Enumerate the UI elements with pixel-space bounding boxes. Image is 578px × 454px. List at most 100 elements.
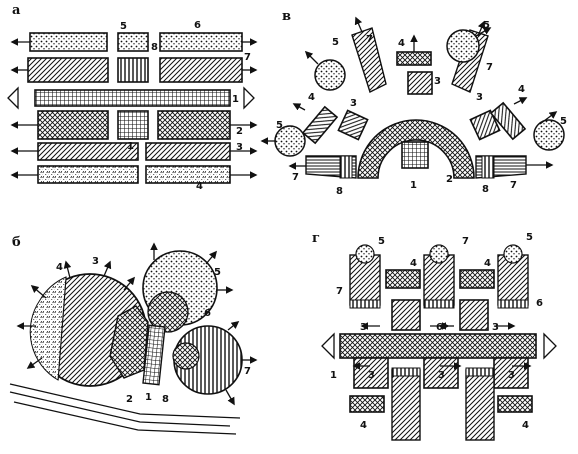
block-1-main-bar (34, 89, 231, 107)
label: 3 (492, 322, 499, 333)
finger-base-b (423, 299, 455, 309)
road-line-1 (9, 383, 241, 419)
label: 7 (462, 236, 469, 247)
label: 3 (508, 370, 515, 381)
label: 5 (276, 120, 283, 131)
label: 5 (378, 236, 385, 247)
block-1-small (117, 110, 149, 140)
label: 1 (410, 180, 417, 191)
label: 3 (434, 76, 441, 87)
label: 5 (560, 116, 567, 127)
label: 3 (350, 98, 357, 109)
block-3-left (37, 142, 139, 161)
label: 1 (145, 392, 152, 403)
label: 7 (510, 180, 517, 191)
label: 7 (486, 62, 493, 73)
finger-base-a (349, 299, 381, 309)
label: 5 (483, 20, 490, 31)
label: 1 (330, 370, 337, 381)
label: 4 (484, 258, 491, 269)
block-7-left (27, 57, 109, 83)
label: 6 (194, 20, 201, 31)
block-4-left (37, 165, 139, 184)
top-fingers (349, 244, 529, 309)
circle-5-upper-right (446, 29, 480, 63)
label: 5 (526, 232, 533, 243)
panel-letter-b: б (12, 235, 21, 250)
block-4-top (396, 51, 432, 66)
label: 3 (368, 370, 375, 381)
label: 7 (366, 34, 373, 45)
block-4-right (489, 101, 527, 141)
label: 2 (446, 174, 453, 185)
block-8-bottom-right (481, 155, 495, 179)
bar-end-left (321, 332, 335, 360)
road-line-3 (13, 401, 237, 435)
block-3-right (469, 109, 501, 141)
label: 1 (232, 94, 239, 105)
block-4-top-b (459, 269, 495, 289)
finger-bottom-a (391, 369, 421, 441)
finger-5-a (355, 244, 375, 264)
block-3-left (337, 109, 369, 141)
block-5-left (29, 32, 108, 52)
label: 2 (126, 394, 133, 405)
label: 5 (214, 267, 221, 278)
circle-8 (172, 342, 200, 370)
block-7-right (159, 57, 243, 83)
label: 4 (522, 420, 529, 431)
block-3-right (145, 142, 231, 161)
label: 3 (438, 370, 445, 381)
block-3-upper-b (459, 299, 489, 331)
block-7-upper-left (351, 27, 387, 93)
label: 8 (162, 394, 169, 405)
block-3-lower-b (423, 357, 459, 389)
finger-5-c (503, 244, 523, 264)
panel-b-arrows (16, 242, 258, 406)
segment-4 (29, 276, 67, 381)
center-block-1 (401, 141, 429, 169)
bar-end-right (543, 332, 557, 360)
block-4-left (301, 105, 339, 145)
label: 6 (204, 308, 211, 319)
block-8 (117, 57, 149, 83)
finger-base-c (497, 299, 529, 309)
label: 3 (92, 256, 99, 267)
panel-v-arrows (260, 16, 558, 170)
panel-letter-g: г (312, 231, 320, 246)
label: 2 (236, 126, 243, 137)
block-3-top (407, 71, 433, 95)
panel-letter-v: в (282, 9, 291, 24)
block-6 (117, 32, 149, 52)
main-bar-1 (339, 333, 537, 359)
block-4-bottom-a (349, 395, 385, 413)
finger-bottom-b-base (465, 367, 495, 377)
block-4-bottom-b (497, 395, 533, 413)
label: 4 (360, 420, 367, 431)
block-2-left (37, 110, 109, 140)
label: 3 (360, 322, 367, 333)
block-4-right (145, 165, 231, 184)
label: 8 (482, 184, 489, 195)
label: 3 (236, 142, 243, 153)
label: 4 (308, 92, 315, 103)
circle-5-upper-left (314, 59, 346, 91)
label: 4 (398, 38, 405, 49)
label: 7 (244, 366, 251, 377)
strip-1 (142, 324, 166, 386)
panel-b: б 4 (9, 235, 258, 435)
block-3-upper-a (391, 299, 421, 331)
panel-g: г (312, 231, 557, 441)
label: 5 (120, 21, 127, 32)
label: 1 (127, 141, 134, 152)
block-4-top-a (385, 269, 421, 289)
label: 6 (536, 298, 543, 309)
label: 6 (436, 322, 443, 333)
circle-5-right (533, 119, 565, 151)
label: 3 (476, 92, 483, 103)
finger-bottom-b (465, 369, 495, 441)
road-line-2 (9, 391, 231, 427)
label: 7 (336, 286, 343, 297)
block-2-right (157, 110, 231, 140)
